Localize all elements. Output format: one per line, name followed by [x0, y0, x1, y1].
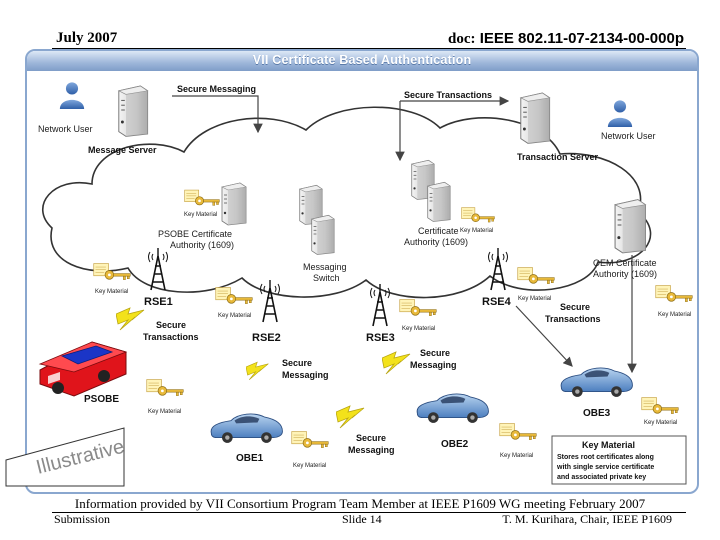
psobe-rse1-bolt-icon — [116, 307, 145, 331]
psobe-vehicle-icon — [38, 341, 128, 397]
st-left-label-2: Transactions — [143, 332, 199, 342]
footer-rule — [52, 512, 686, 513]
st-left-label-1: Secure — [156, 320, 186, 330]
st-right-label-1: Secure — [560, 302, 590, 312]
doc-label: doc: — [448, 31, 476, 47]
network-user-left-label: Network User — [38, 124, 93, 134]
rse3-obe2-bolt-icon — [382, 351, 411, 375]
connection-lines — [172, 95, 637, 374]
network-user-right-icon — [607, 100, 633, 127]
oem-ca-label-1: OEM Certificate — [593, 258, 657, 268]
illustrative-watermark: Illustrative — [5, 427, 127, 487]
obe1-vehicle-icon — [210, 413, 283, 444]
message-server-label: Message Server — [88, 145, 157, 155]
rse4-key-label: Key Material — [518, 296, 551, 302]
obe2-key-label: Key Material — [500, 453, 533, 459]
key-box-line-1: Stores root certificates along — [557, 454, 654, 461]
key-box-line-2: with single service certificate — [556, 464, 654, 471]
rse2-obe1-bolt-icon — [246, 361, 269, 381]
obe1-obe2-bolt-icon — [336, 405, 365, 429]
obe2-label: OBE2 — [441, 439, 469, 450]
psobe-ca-label-1: PSOBE Certificate — [158, 229, 232, 239]
psobe-label: PSOBE — [84, 394, 119, 405]
network-user-left-icon — [59, 82, 85, 109]
rse3-label: RSE3 — [366, 332, 395, 344]
cert-authority-label-2: Authority (1609) — [404, 237, 468, 247]
sm-rse3-label-1: Secure — [420, 348, 450, 358]
oem-ca-server-icon — [614, 199, 647, 254]
header-doc-id: doc: IEEE 802.11-07-2134-00-000p — [448, 30, 684, 48]
sm-rse3-label-2: Messaging — [410, 360, 457, 370]
st-right-label-2: Transactions — [545, 314, 601, 324]
oem-key-label: Key Material — [658, 312, 691, 318]
footer-author: T. M. Kurihara, Chair, IEEE P1609 — [502, 512, 672, 526]
rse2-label: RSE2 — [252, 332, 281, 344]
rse4-label: RSE4 — [482, 296, 512, 308]
cert-authority-key-label: Key Material — [460, 228, 493, 234]
key-box-line-3: and associated private key — [557, 474, 646, 481]
footer-submission: Submission — [54, 512, 111, 526]
header-date: July 2007 — [56, 30, 118, 46]
message-server-icon — [118, 85, 149, 138]
sm-bottom-label-2: Messaging — [348, 445, 395, 455]
psobe-key-icon — [146, 379, 184, 397]
transaction-server-label: Transaction Server — [517, 152, 599, 162]
doc-number: IEEE 802.11-07-2134-00-000p — [479, 30, 684, 47]
rse3-key-icon — [399, 299, 437, 317]
key-material-info-box: Key Material Stores root certificates al… — [551, 435, 687, 485]
diagram-title: VII Certificate Based Authentication — [252, 53, 472, 67]
title-banner: VII Certificate Based Authentication — [27, 51, 697, 71]
footer-slide-number: Slide 14 — [342, 512, 382, 526]
rse1-key-label: Key Material — [95, 289, 128, 295]
obe1-key-icon — [291, 431, 329, 449]
rse3-key-label: Key Material — [402, 326, 435, 332]
sm-rse2-label-2: Messaging — [282, 370, 329, 380]
obe2-vehicle-icon — [416, 393, 489, 424]
psobe-ca-server-icon — [221, 182, 247, 226]
network-user-right-label: Network User — [601, 131, 656, 141]
transaction-server-icon — [520, 92, 551, 145]
rse1-label: RSE1 — [144, 296, 173, 308]
psobe-ca-label-2: Authority (1609) — [170, 240, 234, 250]
sm-bottom-label-1: Secure — [356, 433, 386, 443]
sm-rse2-label-1: Secure — [282, 358, 312, 368]
obe3-vehicle-icon — [560, 367, 633, 398]
obe3-key-label: Key Material — [644, 420, 677, 426]
obe3-label: OBE3 — [583, 408, 611, 419]
secure-messaging-top-label: Secure Messaging — [177, 84, 256, 94]
key-box-title: Key Material — [582, 440, 635, 450]
cert-authority-server-2-icon — [427, 181, 451, 222]
rse2-key-icon — [215, 287, 253, 305]
psobe-ca-key-label: Key Material — [184, 212, 217, 218]
obe2-key-icon — [499, 423, 537, 441]
oem-key-icon — [655, 285, 693, 303]
psobe-key-label: Key Material — [148, 409, 181, 415]
oem-ca-label-2: Authority (1609) — [593, 269, 657, 279]
messaging-switch-server-2-icon — [311, 214, 335, 256]
secure-messaging-top-line — [172, 95, 263, 134]
footer-info: Information provided by VII Consortium P… — [74, 496, 646, 511]
rse4-to-obe3-line — [515, 305, 573, 367]
rse2-key-label: Key Material — [218, 313, 251, 319]
cert-authority-label-1: Certificate — [418, 226, 459, 236]
messaging-switch-label-1: Messaging — [303, 262, 347, 272]
obe3-key-icon — [641, 397, 679, 415]
obe1-key-label: Key Material — [293, 463, 326, 469]
secure-transactions-top-label: Secure Transactions — [404, 90, 492, 100]
messaging-switch-label-2: Switch — [313, 273, 340, 283]
obe1-label: OBE1 — [236, 453, 264, 464]
